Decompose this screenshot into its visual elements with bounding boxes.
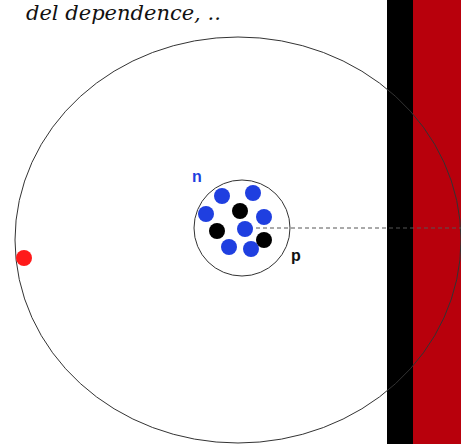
radius-line [242, 228, 461, 229]
protons [209, 203, 272, 248]
electron-orbit [15, 37, 461, 443]
electron-dot [16, 250, 32, 266]
neutrons [198, 185, 272, 257]
proton-label: p [291, 247, 301, 265]
black-bar [387, 0, 413, 444]
nucleus-circle [194, 180, 290, 276]
neutron-label: n [192, 168, 202, 186]
heading-fragment: del dependence, .. [26, 2, 221, 25]
red-panel [413, 0, 461, 444]
